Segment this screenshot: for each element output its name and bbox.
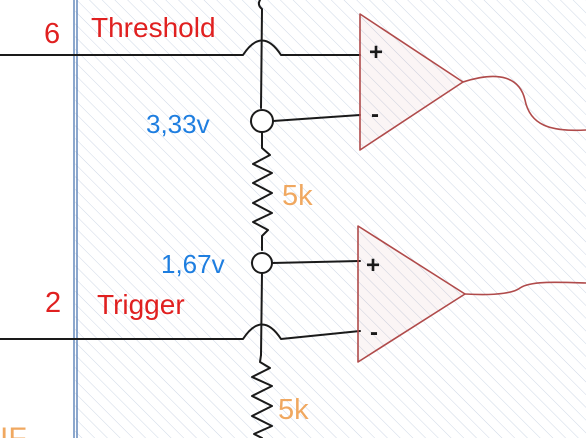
upper-node [250,109,274,133]
hatched-area [75,0,586,438]
lower-resistor-value: 5k [278,394,309,426]
upper-resistor [252,131,273,251]
top-comparator [359,13,464,151]
bottom-comparator [357,225,466,363]
top-comparator-minus: - [371,101,379,128]
top-comparator-plus: + [369,39,383,66]
top-vertical-wire [257,0,263,109]
bottom-comparator-plus: + [366,252,380,279]
bottom-comparator-output [464,281,586,296]
frame-line [73,0,78,438]
middle-vertical-wire [260,272,263,356]
upper-resistor-value: 5k [282,180,313,212]
lower-node [251,252,273,274]
trigger-pin-number: 2 [45,287,61,319]
lower-node-to-plus-wire [271,260,361,264]
upper-node-to-minus-wire [272,114,361,122]
upper-node-voltage: 3,33v [146,109,210,139]
threshold-pin-number: 6 [44,18,60,50]
trigger-label: Trigger [97,289,185,320]
threshold-label: Threshold [91,12,216,43]
edge-partial-text: IF [0,422,27,438]
top-comparator-output [462,75,586,132]
bottom-comparator-minus: - [370,319,378,346]
lower-node-voltage: 1,67v [161,249,225,279]
lower-resistor [251,354,273,438]
